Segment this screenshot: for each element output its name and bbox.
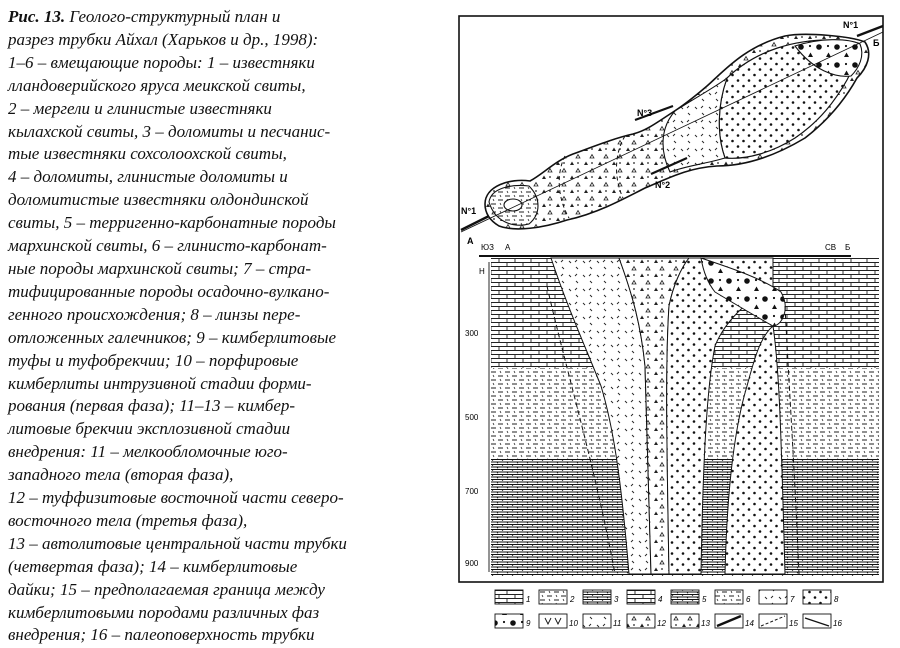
caption-line: отложенных галечников; 9 – кимберлитовые bbox=[8, 327, 337, 347]
depth-label-700: 700 bbox=[465, 487, 479, 496]
legend-item-5: 5 bbox=[670, 589, 707, 605]
plan-tick-body bbox=[662, 76, 729, 173]
caption-title-line: Рис. 13. Геолого-структурный план и bbox=[8, 6, 452, 29]
plan-label-dike1-left: N°1 bbox=[461, 206, 476, 216]
cross-section: ЮЗ СВ А Б H 300 500 700 900 bbox=[465, 243, 879, 576]
legend: 1 2 3 4 5 6 7 8 9 10 11 12 13 14 15 16 bbox=[494, 589, 842, 629]
plan-label-dike3: N°3 bbox=[637, 108, 652, 118]
legend-number-6: 6 bbox=[746, 595, 751, 604]
legend-item-7: 7 bbox=[758, 589, 795, 605]
caption-line: разрез трубки Айхал (Харьков и др., 1998… bbox=[8, 29, 319, 49]
legend-number-8: 8 bbox=[834, 595, 839, 604]
caption-line: доломитистые известняки олдондинской bbox=[8, 190, 309, 210]
legend-item-12: 12 bbox=[626, 613, 666, 629]
legend-number-3: 3 bbox=[614, 595, 619, 604]
caption-line: внедрения: 11 – мелкообломочные юго- bbox=[8, 442, 288, 462]
legend-number-12: 12 bbox=[657, 619, 666, 628]
legend-item-13: 13 bbox=[670, 613, 710, 629]
caption-line: свиты, 5 – терригенно-карбонатные породы bbox=[8, 213, 336, 233]
legend-item-2: 2 bbox=[538, 589, 575, 605]
legend-number-9: 9 bbox=[526, 619, 531, 628]
legend-number-10: 10 bbox=[569, 619, 578, 628]
caption-line: мархинской свиты, 6 – глинисто-карбонат- bbox=[8, 236, 327, 256]
legend-item-14: 14 bbox=[714, 613, 754, 629]
section-big-body bbox=[700, 257, 786, 327]
legend-number-7: 7 bbox=[790, 595, 795, 604]
caption-line: рования (первая фаза); 11–13 – кимбер- bbox=[8, 396, 296, 416]
caption-line: 1–6 – вмещающие породы: 1 – известняки bbox=[8, 52, 315, 72]
section-dir-right: СВ bbox=[825, 243, 836, 252]
caption-line: западного тела (вторая фаза), bbox=[8, 465, 234, 485]
caption-line: ные породы мархинской свиты; 7 – стра- bbox=[8, 258, 312, 278]
legend-item-11: 11 bbox=[582, 613, 621, 629]
caption-line: генного происхождения; 8 – линзы пере- bbox=[8, 304, 301, 324]
legend-number-11: 11 bbox=[613, 619, 621, 628]
legend-item-8: 8 bbox=[802, 589, 839, 605]
caption-line: литовые брекчии эксплозивной стадии bbox=[8, 419, 291, 439]
caption-line: кимберлитовыми породами различных фаз bbox=[8, 602, 320, 622]
depth-label-300: 300 bbox=[465, 329, 479, 338]
depth-label-900: 900 bbox=[465, 559, 479, 568]
geological-figure: N°1 N°1 N°3 N°2 A Б ЮЗ СВ А Б H 300 500 … bbox=[455, 6, 895, 642]
caption-line: тые известняки сохсолоохской свиты, bbox=[8, 144, 287, 164]
caption-line: 4 – доломиты, глинистые доломиты и bbox=[8, 167, 288, 187]
legend-number-4: 4 bbox=[658, 595, 663, 604]
plan-boundary-dashed bbox=[558, 135, 626, 219]
plan-label-b: Б bbox=[873, 38, 880, 48]
legend-item-15: 15 bbox=[758, 613, 798, 629]
caption-label: Рис. 13. bbox=[8, 7, 66, 26]
section-end-a: А bbox=[505, 243, 511, 252]
caption-line: кылахской свиты, 3 – доломиты и песчанис… bbox=[8, 121, 331, 141]
legend-number-13: 13 bbox=[701, 619, 710, 628]
depth-label-500: 500 bbox=[465, 413, 479, 422]
section-boundary-dashed bbox=[546, 285, 800, 575]
caption-line: восточного тела (третья фаза), bbox=[8, 510, 248, 530]
plan-label-dike2: N°2 bbox=[655, 180, 670, 190]
section-dot-body bbox=[666, 257, 774, 575]
caption-line: внедрения; 16 – палеоповерхность трубки bbox=[8, 625, 315, 645]
section-right-dot-body bbox=[724, 325, 786, 575]
section-end-b: Б bbox=[845, 243, 850, 252]
caption-body: разрез трубки Айхал (Харьков и др., 1998… bbox=[8, 29, 452, 647]
legend-item-9: 9 bbox=[494, 613, 531, 629]
section-line-ab bbox=[460, 31, 884, 233]
caption-line: кимберлиты интрузивной стадии форми- bbox=[8, 373, 312, 393]
dike-1-right bbox=[856, 24, 884, 38]
figure-frame bbox=[458, 15, 884, 583]
legend-item-10: 10 bbox=[538, 613, 578, 629]
dike-2 bbox=[650, 156, 688, 176]
figure-drawing: N°1 N°1 N°3 N°2 A Б ЮЗ СВ А Б H 300 500 … bbox=[458, 15, 884, 629]
legend-number-16: 16 bbox=[833, 619, 842, 628]
section-dir-left: ЮЗ bbox=[481, 243, 494, 252]
caption-line: 12 – туффизитовые восточной части северо… bbox=[8, 488, 344, 508]
legend-item-1: 1 bbox=[494, 589, 530, 605]
caption-line: дайки; 15 – предполагаемая граница между bbox=[8, 579, 325, 599]
legend-number-2: 2 bbox=[569, 595, 575, 604]
plan-label-dike1-right: N°1 bbox=[843, 20, 858, 30]
legend-number-5: 5 bbox=[702, 595, 707, 604]
caption-title-rest: Геолого-структурный план и bbox=[65, 7, 281, 26]
caption-line: лландоверийского яруса меикской свиты, bbox=[8, 75, 306, 95]
legend-item-4: 4 bbox=[626, 589, 663, 605]
caption-line: 2 – мергели и глинистые известняки bbox=[8, 98, 272, 118]
dike-3 bbox=[634, 104, 674, 122]
legend-item-16: 16 bbox=[802, 613, 842, 629]
legend-item-3: 3 bbox=[582, 589, 619, 605]
figure-caption: Рис. 13. Геолого-структурный план и разр… bbox=[8, 6, 452, 647]
dike-1-left bbox=[460, 214, 490, 232]
plan-label-a: A bbox=[467, 236, 474, 246]
caption-line: (четвертая фаза); 14 – кимберлитовые bbox=[8, 556, 298, 576]
legend-item-6: 6 bbox=[714, 589, 751, 605]
caption-line: 13 – автолитовые центральной части трубк… bbox=[8, 533, 347, 553]
depth-axis-label: H bbox=[479, 267, 485, 276]
caption-line: тифицированные породы осадочно-вулкано- bbox=[8, 281, 330, 301]
caption-line: туфы и туфобрекчии; 10 – порфировые bbox=[8, 350, 299, 370]
plan-lens bbox=[503, 198, 523, 212]
legend-number-14: 14 bbox=[745, 619, 754, 628]
plan-view: N°1 N°1 N°3 N°2 A Б bbox=[460, 20, 884, 246]
legend-number-1: 1 bbox=[526, 595, 530, 604]
legend-number-15: 15 bbox=[789, 619, 798, 628]
